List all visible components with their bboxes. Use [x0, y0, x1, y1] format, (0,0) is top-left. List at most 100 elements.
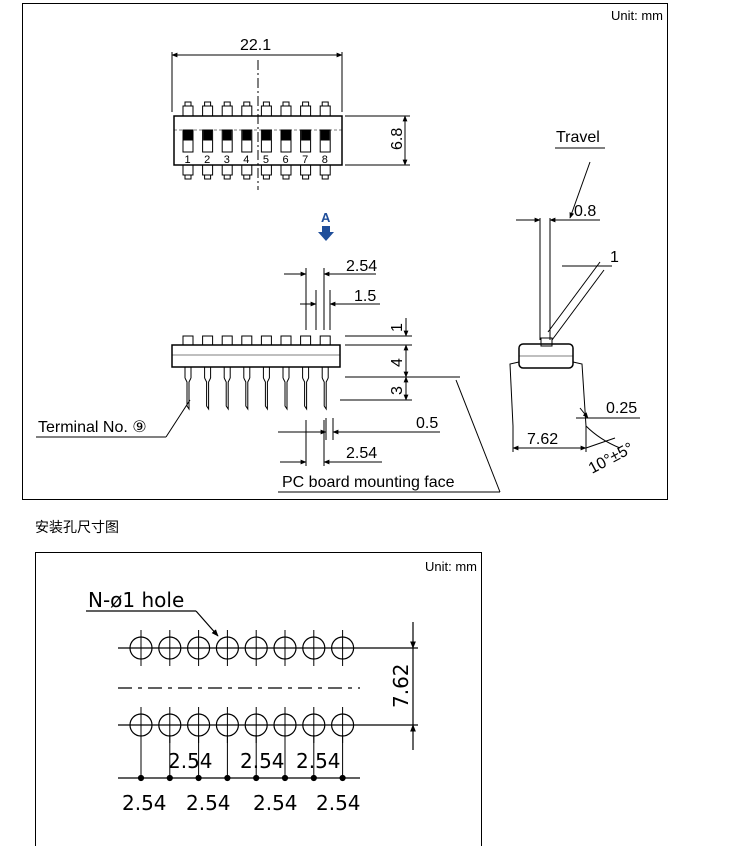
pitch-label-lower: 2.54 [316, 791, 361, 815]
pitch-marker [195, 774, 202, 782]
dim-pitch: 2.54 [346, 258, 377, 275]
switch-number: 2 [204, 154, 210, 166]
lead-pin [321, 377, 329, 411]
terminal-pin-bottom [300, 164, 312, 176]
terminal-pin-top [202, 105, 214, 117]
switch-number: 5 [263, 154, 269, 166]
side-view [509, 147, 640, 452]
switch-actuator [222, 130, 232, 141]
switch-slot [221, 129, 233, 153]
pitch-label-upper: 2.54 [168, 749, 213, 773]
dim-travel: 0.8 [574, 203, 596, 220]
switch-slot [182, 129, 194, 153]
front-actuator [241, 335, 253, 346]
switch-actuator [261, 130, 271, 141]
front-actuator [319, 335, 331, 346]
caption: 安装孔尺寸图 [35, 519, 119, 535]
switch-number: 4 [243, 154, 249, 166]
terminal-pin-tip [184, 174, 192, 180]
lead-pin [302, 377, 310, 411]
switch-slot [260, 129, 272, 153]
pitch-label-lower: 2.54 [253, 791, 298, 815]
view-arrow-icon [318, 226, 334, 241]
top-view [171, 52, 410, 190]
lead-pin [204, 377, 212, 411]
terminal-pin-tip [282, 101, 290, 107]
lead-pin [243, 377, 251, 411]
switch-actuator [183, 130, 193, 141]
view-arrow-label: A [321, 210, 331, 225]
switch-slot [319, 129, 331, 153]
hole-pattern [86, 610, 418, 782]
terminal-pin-tip [262, 174, 270, 180]
switch-actuator [242, 130, 252, 141]
terminal-pin-top [260, 105, 272, 117]
switch-number: 3 [224, 154, 230, 166]
terminal-pin-top [241, 105, 253, 117]
switch-slot [202, 129, 214, 153]
dim-rows: 7.62 [389, 663, 413, 708]
bottom-drawing-frame: Unit: mm [35, 552, 482, 846]
dim-pitch-bottom: 2.54 [346, 445, 377, 462]
terminal-pin-top [300, 105, 312, 117]
pitch-label-upper: 2.54 [296, 749, 341, 773]
mounting-face-label: PC board mounting face [282, 474, 455, 491]
terminal-pin-top [319, 105, 331, 117]
terminal-pin-bottom [221, 164, 233, 176]
pitch-marker [339, 774, 346, 782]
lead-pin [223, 377, 231, 411]
top-drawing-frame: Unit: mm [22, 3, 668, 500]
terminal-pin-tip [204, 101, 212, 107]
front-actuator [202, 335, 214, 346]
pitch-label-lower: 2.54 [122, 791, 167, 815]
pitch-marker [137, 774, 145, 782]
pitch-marker [281, 774, 289, 782]
pitch-marker [310, 774, 317, 782]
front-view [36, 268, 501, 493]
dim-lead: 0.5 [416, 415, 438, 432]
terminal-pin-tip [223, 101, 231, 107]
switch-number: 1 [185, 154, 191, 166]
dim-3: 3 [389, 386, 406, 395]
terminal-pin-bottom [182, 164, 194, 176]
pitch-marker [253, 774, 260, 782]
front-actuator [260, 335, 272, 346]
dim-pin-width: 1.5 [354, 288, 376, 305]
terminal-pin-bottom [241, 164, 253, 176]
unit-label: Unit: mm [611, 8, 663, 23]
dim-row-spacing: 7.62 [527, 431, 558, 448]
terminal-pin-tip [204, 174, 212, 180]
terminal-pin-tip [184, 101, 192, 107]
lead-pin [282, 377, 290, 411]
switch-number: 7 [302, 154, 308, 166]
dim-4: 4 [389, 358, 406, 367]
lead-pin [184, 377, 192, 411]
pitch-marker [224, 774, 231, 782]
terminal-pin-tip [282, 174, 290, 180]
switch-actuator [301, 130, 311, 141]
switch-slot [300, 129, 312, 153]
pitch-label-lower: 2.54 [186, 791, 231, 815]
dim-actuator: 1 [610, 249, 619, 266]
switch-slot [280, 129, 292, 153]
front-actuator [221, 335, 233, 346]
switch-actuator [320, 130, 330, 141]
terminal-pin-tip [302, 101, 310, 107]
dim-1: 1 [389, 323, 406, 332]
switch-actuator [281, 130, 291, 141]
terminal-pin-tip [262, 101, 270, 107]
terminal-pin-top [182, 105, 194, 117]
terminal-pin-top [221, 105, 233, 117]
terminal-pin-tip [223, 174, 231, 180]
switch-number: 6 [283, 154, 289, 166]
terminal-pin-bottom [260, 164, 272, 176]
dim-thickness: 0.25 [606, 400, 637, 417]
switch-slot [241, 129, 253, 153]
terminal-pin-top [280, 105, 292, 117]
terminal-pin-tip [321, 101, 329, 107]
front-actuator [182, 335, 194, 346]
dim-width: 22.1 [240, 37, 271, 54]
